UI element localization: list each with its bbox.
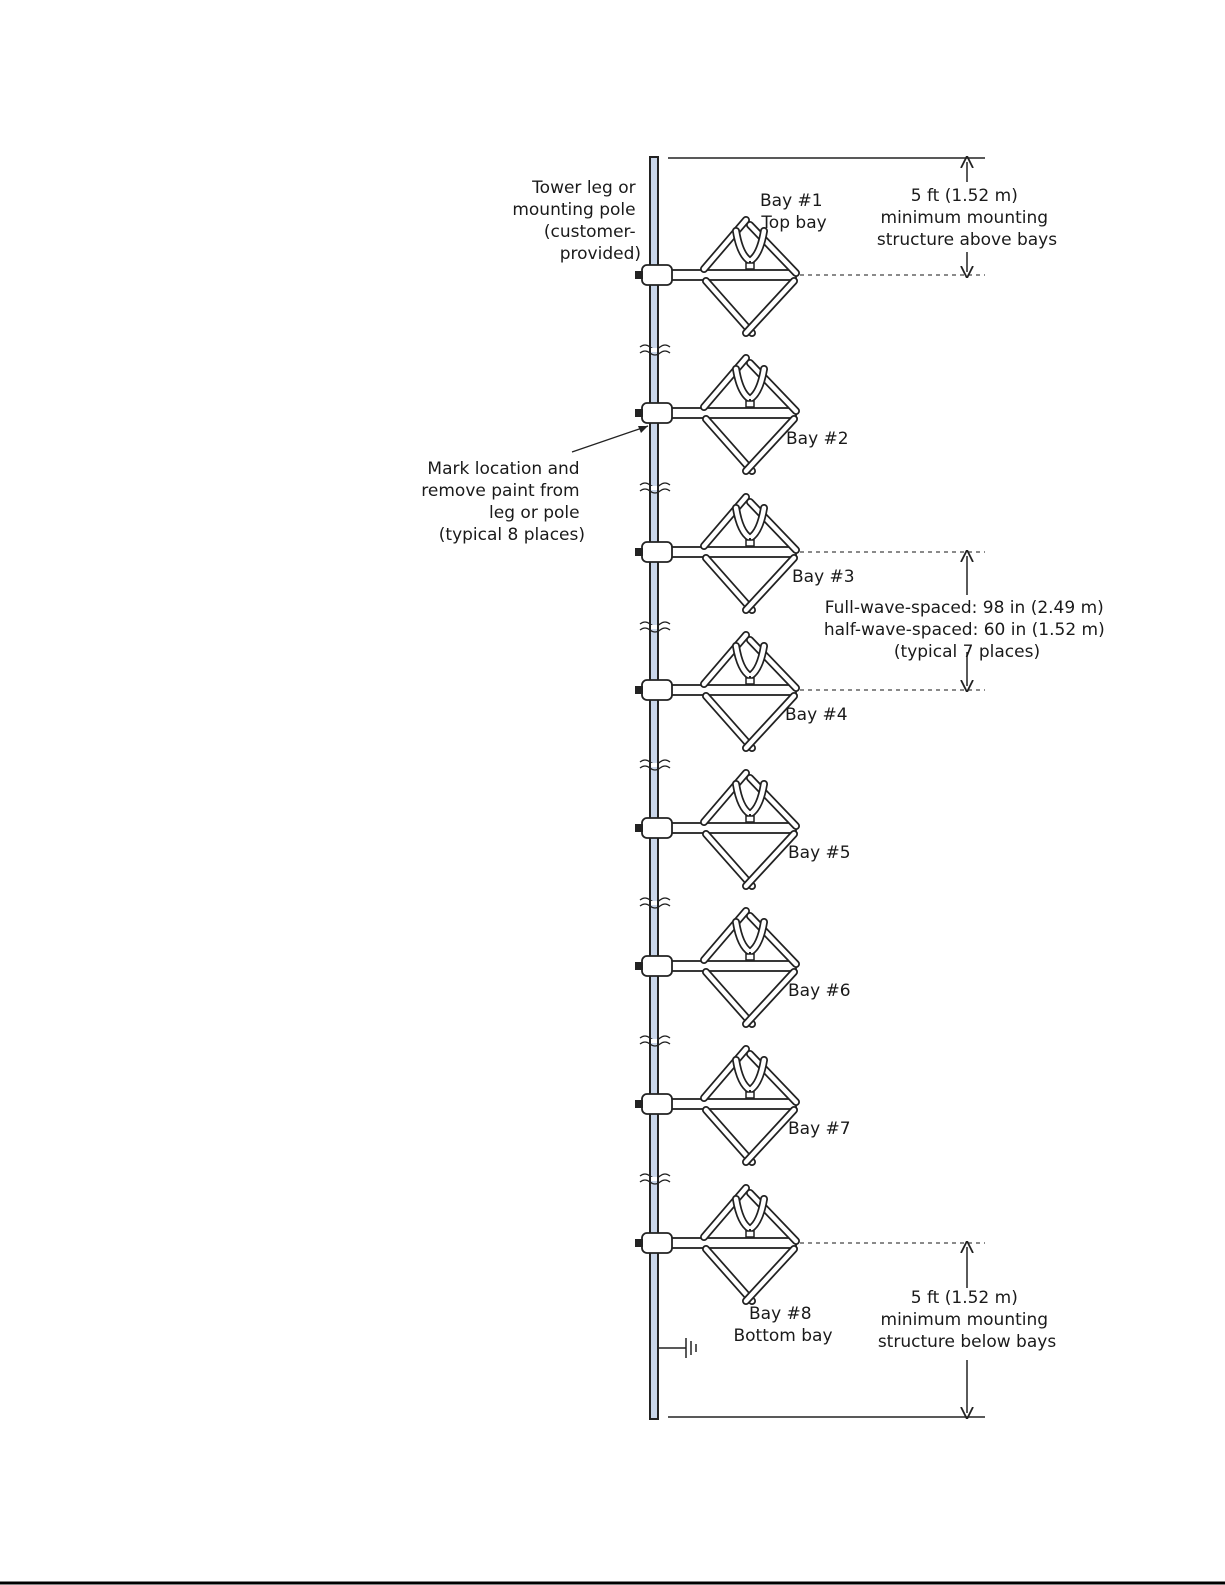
bay-3-label: Bay #3 bbox=[792, 567, 855, 587]
clamp-bolt bbox=[635, 271, 643, 279]
mark-location-label: Mark location and remove paint from leg … bbox=[421, 459, 585, 545]
pole-break-marks bbox=[639, 344, 671, 1185]
bay-4-antenna bbox=[635, 631, 800, 752]
bay-6-label: Bay #6 bbox=[788, 981, 851, 1001]
bay-6-antenna bbox=[635, 907, 800, 1028]
bay-2-label: Bay #2 bbox=[786, 429, 849, 449]
bay-1-antenna bbox=[635, 216, 800, 337]
clamp-bolt bbox=[635, 1239, 643, 1247]
bay-1-label: Bay #1 Top bay bbox=[760, 191, 828, 233]
mounting-clamp bbox=[641, 541, 673, 563]
bottom-dimension-label: 5 ft (1.52 m) minimum mounting structure… bbox=[878, 1288, 1057, 1352]
bay-4-label: Bay #4 bbox=[785, 705, 848, 725]
bay-8-label: Bay #8 Bottom bay bbox=[733, 1304, 832, 1346]
bay-2-antenna bbox=[635, 354, 800, 475]
clamp-bolt bbox=[635, 1100, 643, 1108]
mounting-clamp bbox=[641, 679, 673, 701]
clamp-bolt bbox=[635, 686, 643, 694]
bays bbox=[635, 216, 800, 1305]
clamp-bolt bbox=[635, 409, 643, 417]
bay-3-antenna bbox=[635, 493, 800, 614]
mounting-clamp bbox=[641, 402, 673, 424]
bay-7-antenna bbox=[635, 1045, 800, 1166]
mounting-clamp bbox=[641, 1093, 673, 1115]
mounting-clamp bbox=[641, 955, 673, 977]
clamp-bolt bbox=[635, 548, 643, 556]
bay-7-label: Bay #7 bbox=[788, 1119, 851, 1139]
mounting-clamp bbox=[641, 1232, 673, 1254]
clamp-bolt bbox=[635, 824, 643, 832]
ground-icon bbox=[658, 1338, 697, 1358]
bay-5-antenna bbox=[635, 769, 800, 890]
mark-location-arrowhead bbox=[638, 426, 648, 433]
bay-5-label: Bay #5 bbox=[788, 843, 851, 863]
mark-location-leader bbox=[571, 425, 649, 453]
pole-label: Tower leg or mounting pole (customer- pr… bbox=[512, 178, 641, 264]
top-dimension-label: 5 ft (1.52 m) minimum mounting structure… bbox=[877, 186, 1057, 250]
clamp-bolt bbox=[635, 962, 643, 970]
bay-8-antenna bbox=[635, 1184, 800, 1305]
mounting-clamp bbox=[641, 264, 673, 286]
mounting-clamp bbox=[641, 817, 673, 839]
mounting-pole bbox=[639, 156, 671, 1420]
spacing-dimension-label: Full-wave-spaced: 98 in (2.49 m) half-wa… bbox=[824, 598, 1110, 662]
